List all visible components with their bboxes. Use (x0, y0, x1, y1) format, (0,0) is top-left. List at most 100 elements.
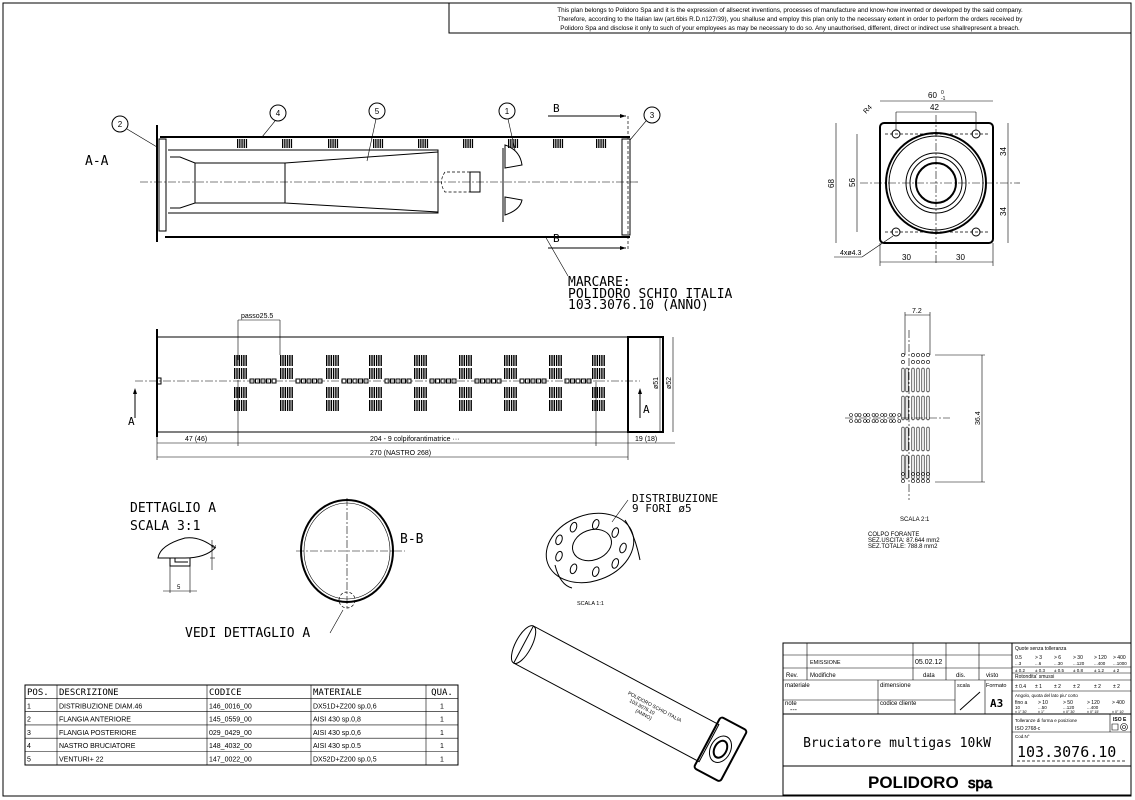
slot-outline (901, 395, 905, 421)
detail-a-title: DETTAGLIO A (130, 501, 216, 516)
table-cell: 2 (27, 717, 31, 724)
detail-a-dim-height: 2 (212, 544, 218, 548)
tolerance-value: > 400 (1112, 700, 1125, 706)
venturi-outer (168, 149, 439, 214)
hole-note-3: SEZ.TOTALE: 788.8 mm2 (868, 544, 938, 550)
see-detail-a-callout: VEDI DETTAGLIO A (185, 626, 310, 641)
slot-outline (921, 367, 925, 393)
dim-lower-half: 34 (999, 207, 1008, 216)
slot-mark (471, 139, 474, 148)
table-cell: FLANGIA ANTERIORE (59, 717, 131, 724)
notice-line-3: Polidoro Spa and disclose it only to suc… (560, 25, 1020, 32)
slot-mark (426, 139, 429, 148)
tolerance-value: > 50 (1063, 700, 1073, 706)
table-cell: 029_0429_00 (209, 730, 252, 737)
table-cell: FLANGIA POSTERIORE (59, 730, 137, 737)
hole-detail-scale: SCALA 2:1 (900, 517, 930, 523)
tolerance-value: ± 2 (1073, 684, 1080, 690)
dim-holes-vspan: 56 (848, 178, 857, 187)
tolerance-value: ± 1° 30' (1015, 710, 1027, 714)
slot-mark (418, 139, 420, 148)
slot-outline (926, 395, 930, 421)
table-cell: 1 (440, 717, 444, 724)
title-block: EMISSIONE 05.02.12 Rev. Modifiche data d… (782, 642, 1132, 796)
tolerance-value: > 120 (1094, 655, 1107, 661)
balloon-5: 5 (366, 102, 386, 162)
copyright-notice: This plan belongs to Polidoro Spa and it… (448, 2, 1132, 34)
distributor-hole (569, 521, 578, 533)
dim-right: 19 (18) (635, 436, 657, 443)
distributor-label-1: DISTRIBUZIONE (632, 492, 718, 505)
slot-mark (516, 139, 519, 148)
iso-standard: ISO 2768-c (1015, 726, 1041, 732)
notice-line-2: Therefore, according to the Italian law … (558, 16, 1024, 23)
table-cell: 148_4032_00 (209, 743, 252, 750)
cut-label-b-bottom: B (553, 232, 560, 245)
rear-flange (621, 138, 631, 236)
tolerance-value: ± 2 (1094, 684, 1101, 690)
slot-mark (237, 139, 239, 148)
slot-mark (463, 139, 465, 148)
slot-group (280, 355, 323, 411)
table-cell: 1 (440, 743, 444, 750)
slot-outline (905, 395, 909, 421)
tolerance-value: ± 1° (1038, 710, 1045, 714)
slot-mark (282, 139, 284, 148)
drawing-code: 103.3076.10 (1017, 743, 1116, 761)
svg-text:0: 0 (941, 90, 944, 96)
svg-text:2: 2 (118, 120, 123, 129)
slot-mark (330, 139, 332, 148)
tolerance-value: > 3 (1035, 655, 1042, 661)
company-name: POLIDORO (868, 773, 959, 792)
slot-mark (467, 139, 469, 148)
slot-mark (596, 139, 598, 148)
flange-front-view: 60 0 -1 42 R4 68 56 34 34 30 30 4xø4.3 (827, 90, 1020, 266)
tolerance-title: Quote senza tolleranza (1015, 646, 1067, 652)
cut-label-b-top: B (553, 102, 560, 115)
tolerance-value: > 30 (1073, 655, 1083, 661)
slot-group (459, 355, 502, 411)
section-aa-label: A-A (85, 154, 109, 169)
section-mark-left: A (128, 415, 135, 428)
slot-mark (604, 139, 607, 148)
table-cell: DX52D+Z200 sp.0,5 (313, 757, 377, 764)
rounding-title: Rotondita' smussi (1015, 674, 1054, 680)
marking-line-2: POLIDORO SCHIO ITALIA (568, 287, 733, 302)
slot-mark (332, 139, 334, 148)
detail-a-scale: SCALA 3:1 (130, 519, 200, 534)
dim-diameter-inner: ø51 (653, 377, 660, 389)
dim-left-half: 30 (902, 253, 911, 262)
tolerance-value: 10 (1015, 705, 1021, 710)
tolerance-value: ...400 (1094, 661, 1106, 666)
balloon-4: 4 (261, 104, 287, 138)
svg-text:3: 3 (650, 111, 655, 120)
slot-mark (334, 139, 336, 148)
tolerance-value: ± 0.8 (1073, 668, 1083, 673)
table-cell: 1 (440, 730, 444, 737)
dim-width: 60 (928, 91, 937, 100)
slot-outline (911, 454, 915, 480)
slot-outline (905, 367, 909, 393)
table-cell: NASTRO BRUCIATORE (59, 743, 136, 750)
slot-mark (600, 139, 602, 148)
table-cell: 146_0016_00 (209, 703, 252, 710)
slot-outline (926, 426, 930, 452)
distributor-scale: SCALA 1:1 (577, 601, 604, 607)
table-cell: 3 (27, 730, 31, 737)
balloon-1: 1 (498, 102, 516, 151)
slot-mark (373, 139, 375, 148)
dim-right-half: 30 (956, 253, 965, 262)
venturi-inner (170, 151, 439, 213)
slot-outline (911, 367, 915, 393)
slot-outline (921, 395, 925, 421)
distributor-hole (555, 550, 563, 562)
emission-date: 05.02.12 (915, 659, 942, 666)
distributor-hole (619, 542, 627, 554)
slot-outline (916, 367, 920, 393)
note-value: --- (790, 707, 798, 714)
